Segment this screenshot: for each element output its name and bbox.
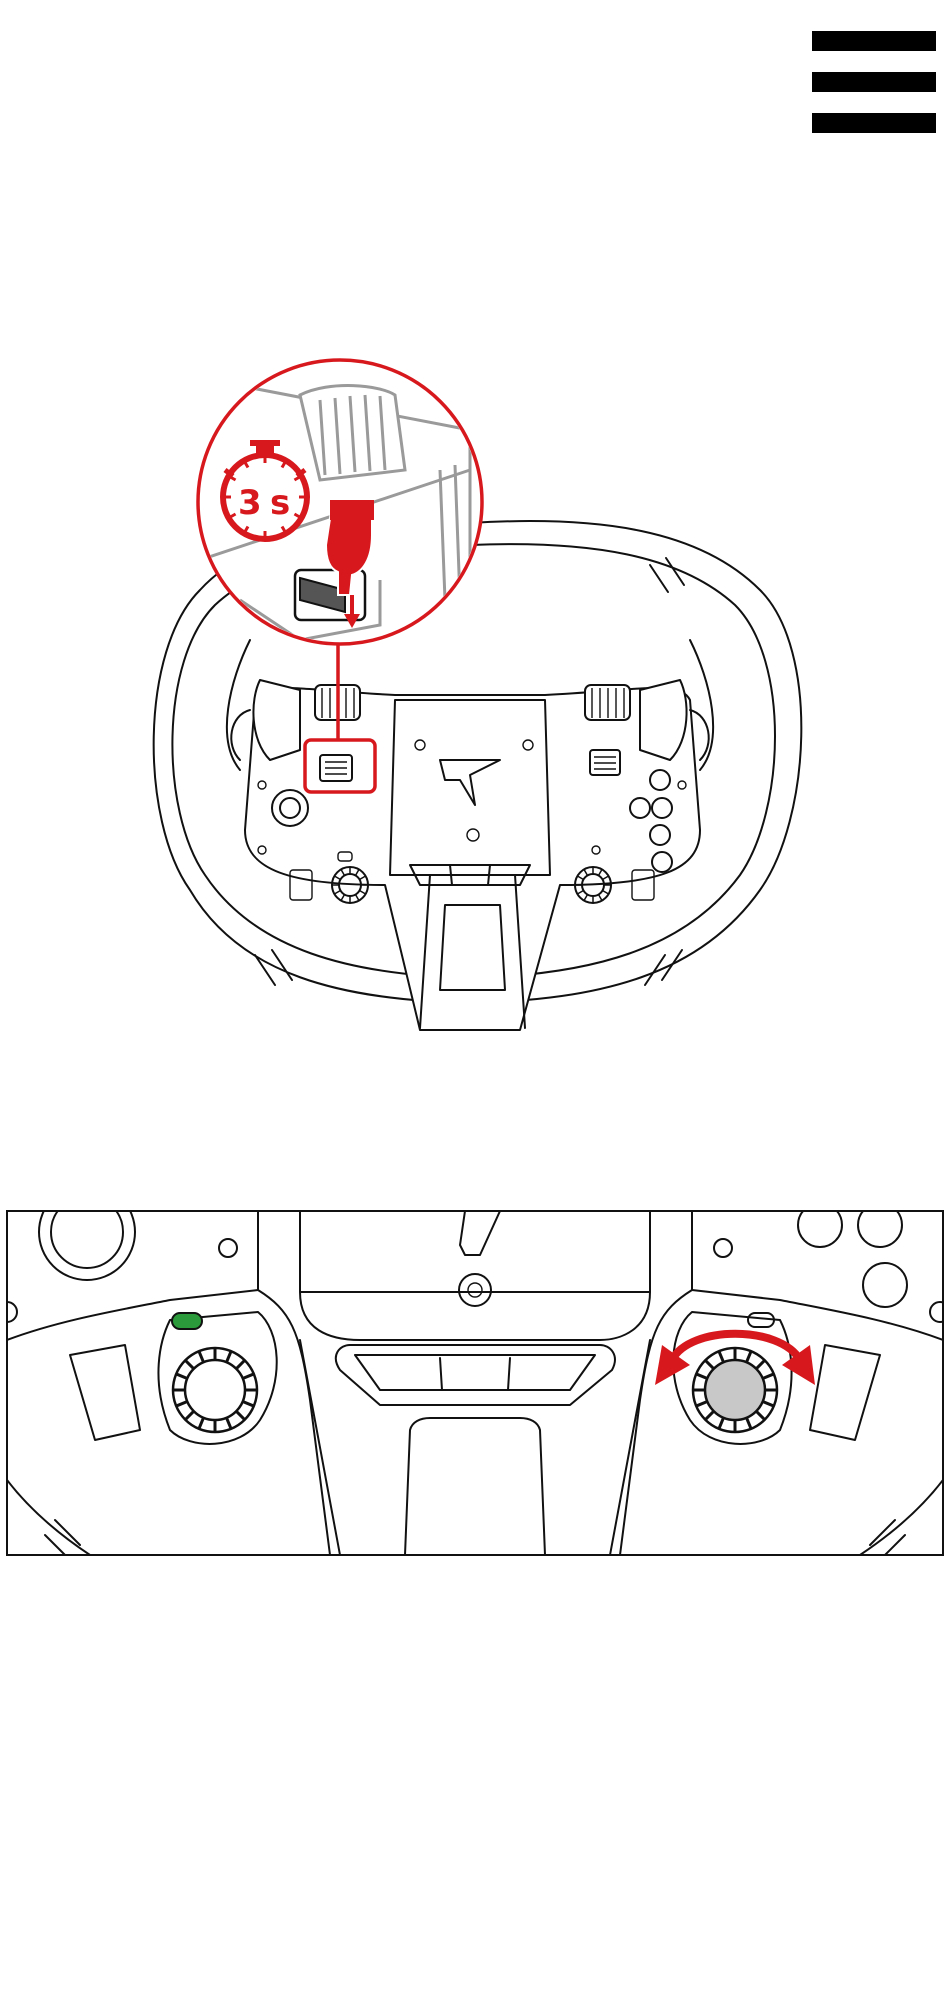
gear-tooth xyxy=(599,869,603,875)
gear-tooth xyxy=(334,876,340,880)
gear-tooth xyxy=(584,869,588,875)
gear-tooth xyxy=(236,1360,244,1368)
gear-tooth xyxy=(245,462,248,467)
gear-tooth xyxy=(705,1411,713,1419)
gear-tooth xyxy=(334,891,340,895)
gear-tooth xyxy=(185,1360,193,1368)
gear-tooth xyxy=(243,1401,254,1406)
gear-tooth xyxy=(294,514,299,517)
gear-tooth xyxy=(341,895,345,901)
gear-tooth xyxy=(746,1351,751,1362)
gear-tooth xyxy=(756,1411,764,1419)
gear-tooth xyxy=(763,1374,774,1379)
gear-tooth xyxy=(599,895,603,901)
gear-tooth xyxy=(199,1351,204,1362)
gear-tooth xyxy=(282,462,285,467)
gear-tooth xyxy=(756,1360,764,1368)
gear-tooth xyxy=(360,891,366,895)
gear-tooth xyxy=(577,876,583,880)
gear-tooth xyxy=(176,1374,187,1379)
gear-tooth xyxy=(245,526,248,531)
gear-tooth xyxy=(603,891,609,895)
gear-tooth xyxy=(696,1374,707,1379)
gear-tooth xyxy=(696,1401,707,1406)
gear-tooth xyxy=(236,1411,244,1419)
gear-tooth xyxy=(763,1401,774,1406)
gear-tooth xyxy=(226,1418,231,1429)
gear-tooth xyxy=(230,477,235,480)
gear-tooth xyxy=(356,895,360,901)
gear-tooth xyxy=(719,1418,724,1429)
gear-tooth xyxy=(226,1351,231,1362)
gear-tooth xyxy=(199,1418,204,1429)
gear-tooth xyxy=(185,1411,193,1419)
gear-tooth xyxy=(243,1374,254,1379)
gear-tooth xyxy=(294,477,299,480)
gear-tooth xyxy=(746,1418,751,1429)
gear-tooth xyxy=(230,514,235,517)
gear-tooth xyxy=(356,869,360,875)
gear-tooth xyxy=(360,876,366,880)
gear-tooth xyxy=(176,1401,187,1406)
gear-tooth xyxy=(719,1351,724,1362)
gear-tooth xyxy=(705,1360,713,1368)
gear-tooth xyxy=(341,869,345,875)
gear-tooth xyxy=(584,895,588,901)
gear-tooth xyxy=(603,876,609,880)
gear-tooth xyxy=(577,891,583,895)
gear-tooth xyxy=(282,526,285,531)
